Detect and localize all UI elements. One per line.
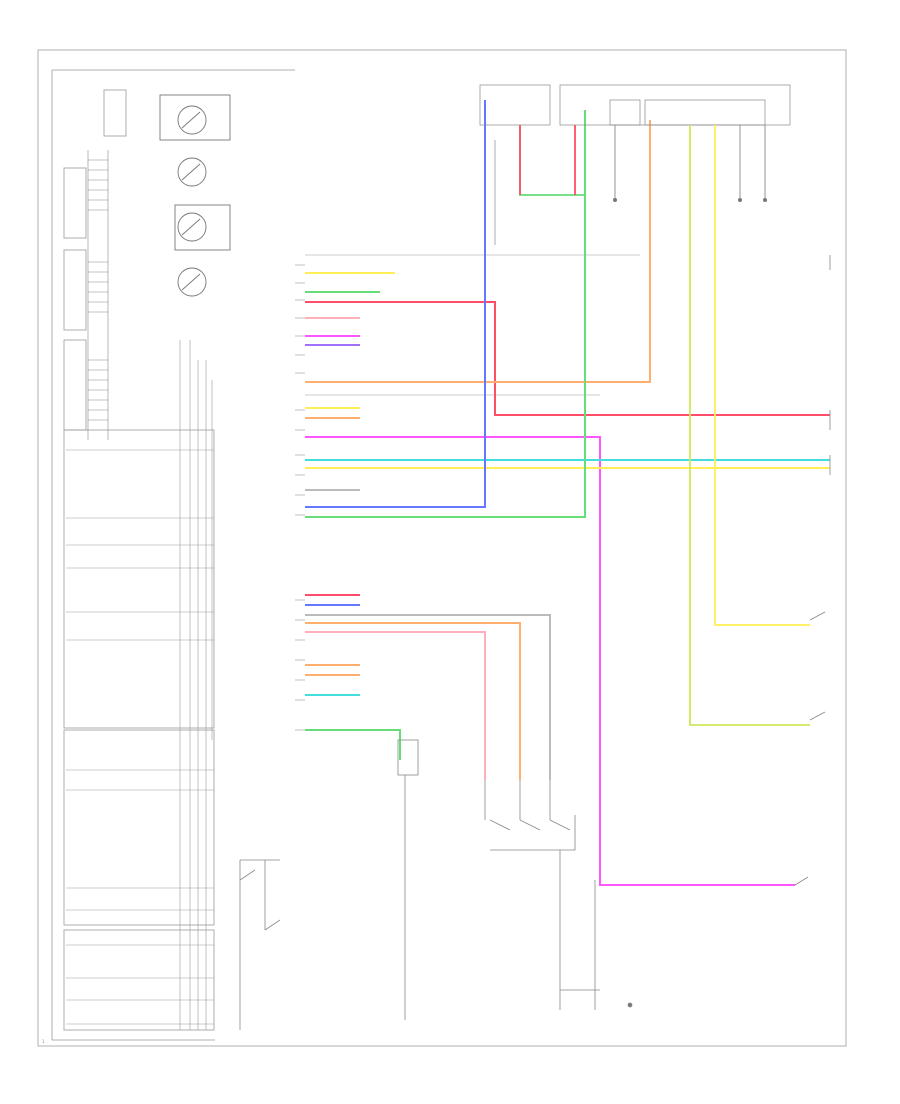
wire-pink-lower <box>305 631 486 780</box>
colored-wires-upper <box>305 100 830 886</box>
diagram-frame <box>37 49 847 1047</box>
wire-green-lower <box>305 729 401 760</box>
wire-orange-lower <box>305 622 521 780</box>
fuel-gauge <box>177 267 207 297</box>
sheet-number: 1 <box>42 1039 45 1044</box>
wire-gray-lower <box>305 614 551 780</box>
top-connectors <box>479 84 791 126</box>
wire-blue <box>305 100 486 508</box>
temperature-gauge <box>177 212 207 242</box>
tachometer-gauge <box>177 105 207 135</box>
speedometer-gauge <box>177 157 207 187</box>
gauge-group <box>159 94 231 297</box>
meter-internal-wires <box>66 340 214 1030</box>
ground-symbols-top <box>613 198 767 202</box>
wire-orange-upper <box>305 120 651 383</box>
wire-red-upper <box>305 301 830 416</box>
combination-meter-panel <box>51 69 295 1041</box>
top-wires <box>494 125 810 726</box>
lower-switch-block <box>397 739 633 1020</box>
right-side-switches <box>794 255 831 886</box>
bottom-left-switch <box>239 859 281 1030</box>
wire-green-long <box>305 110 586 518</box>
meter-bus-ladder <box>87 150 109 440</box>
meter-connector-lower <box>295 599 305 731</box>
meter-connector-upper <box>295 254 640 516</box>
wire-magenta-long <box>305 436 795 886</box>
colored-wires-lower <box>305 594 551 780</box>
